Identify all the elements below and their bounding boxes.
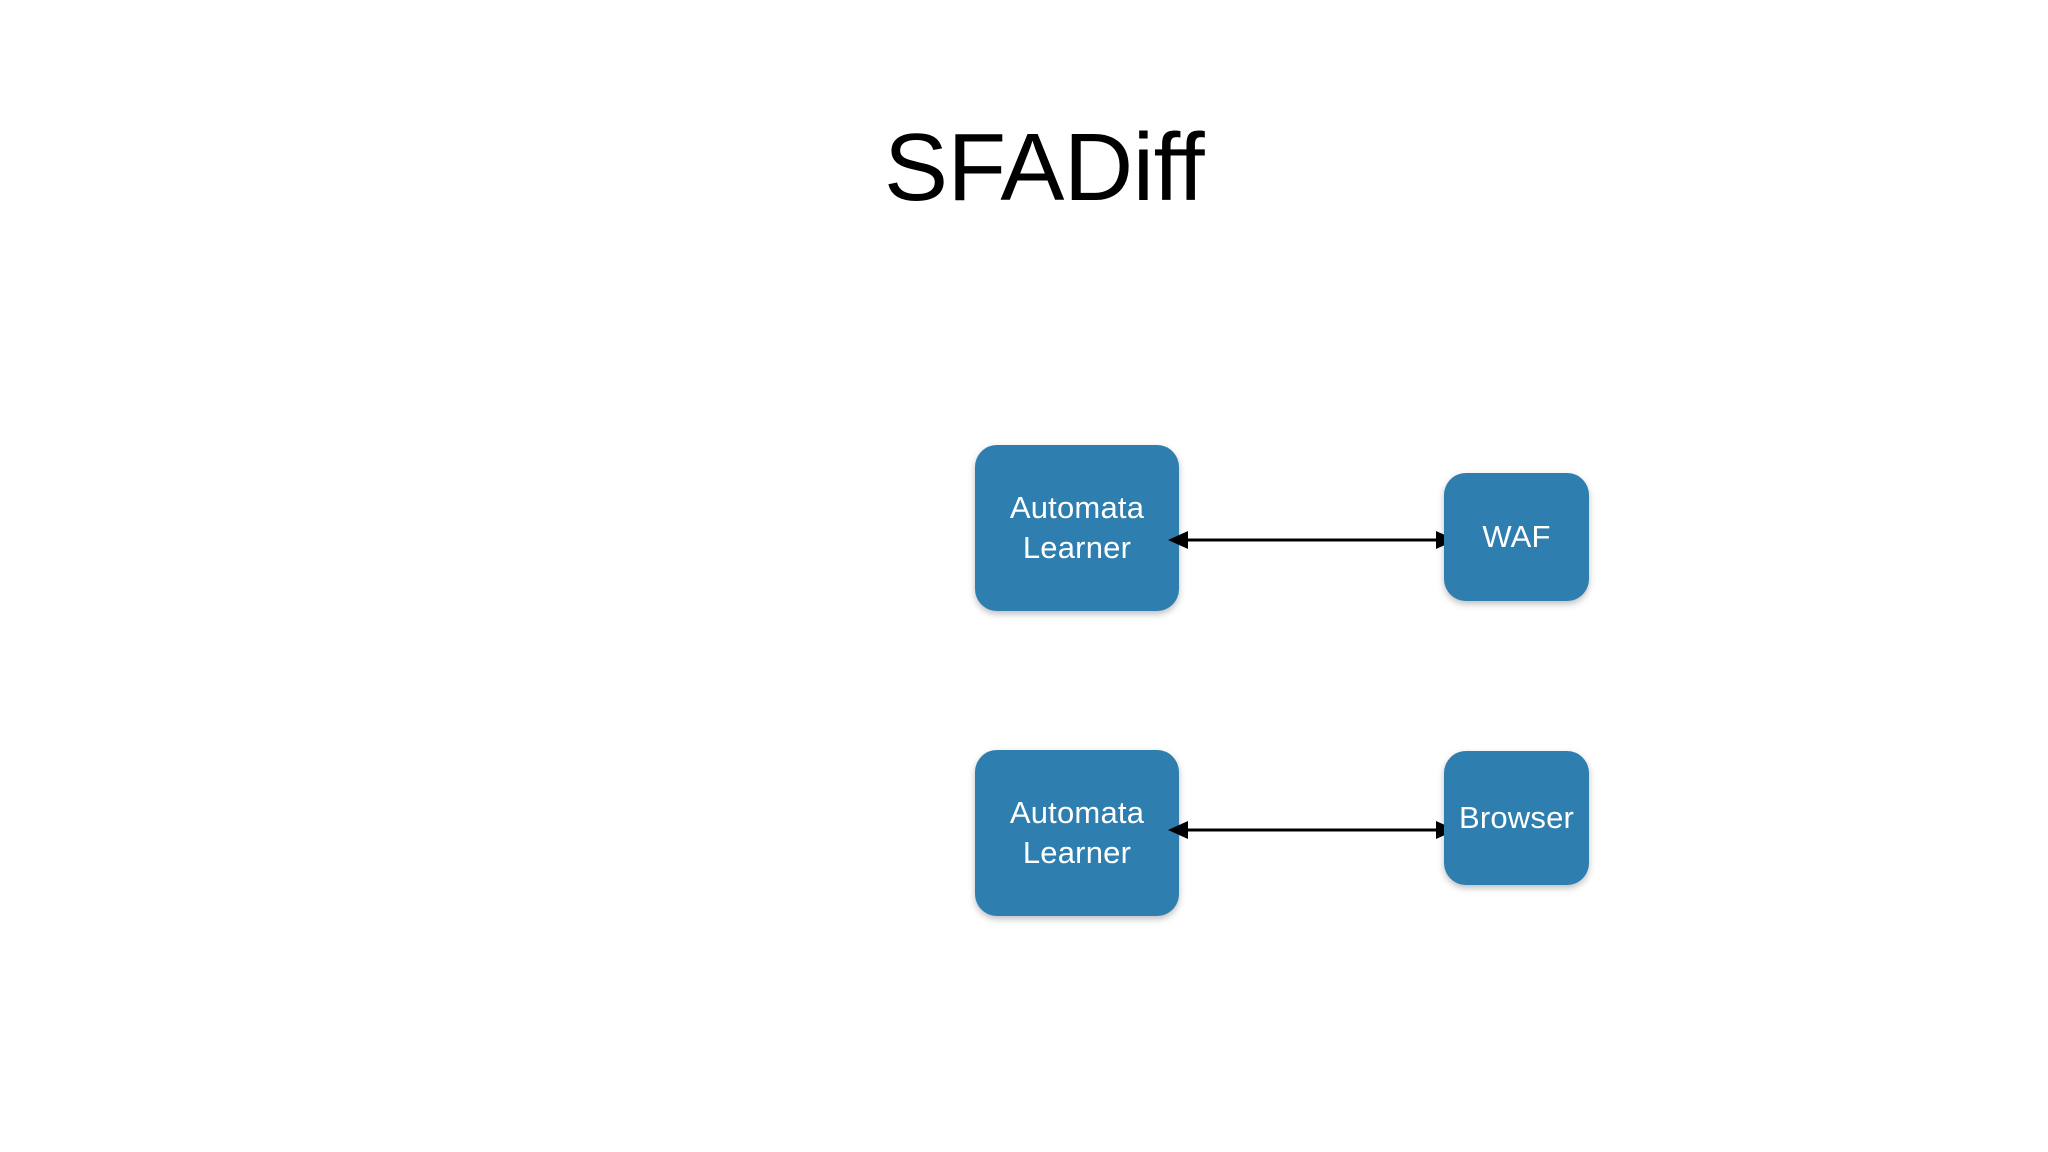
connector-learner-browser — [1168, 821, 1456, 839]
node-browser-label: Browser — [1458, 800, 1575, 836]
node-automata-learner-2-label: Automata Learner — [1009, 795, 1145, 870]
node-automata-learner-2[interactable]: Automata Learner — [975, 750, 1179, 916]
node-automata-learner-1-label: Automata Learner — [1009, 490, 1145, 565]
page-title: SFADiff — [884, 114, 1205, 221]
node-automata-learner-1[interactable]: Automata Learner — [975, 445, 1179, 611]
connector-learner-waf — [1168, 531, 1456, 549]
node-waf-label: WAF — [1482, 519, 1551, 555]
arrowhead-left-browser — [1168, 821, 1188, 839]
node-browser[interactable]: Browser — [1444, 751, 1589, 885]
node-waf[interactable]: WAF — [1444, 473, 1589, 601]
arrowhead-left-waf — [1168, 531, 1188, 549]
